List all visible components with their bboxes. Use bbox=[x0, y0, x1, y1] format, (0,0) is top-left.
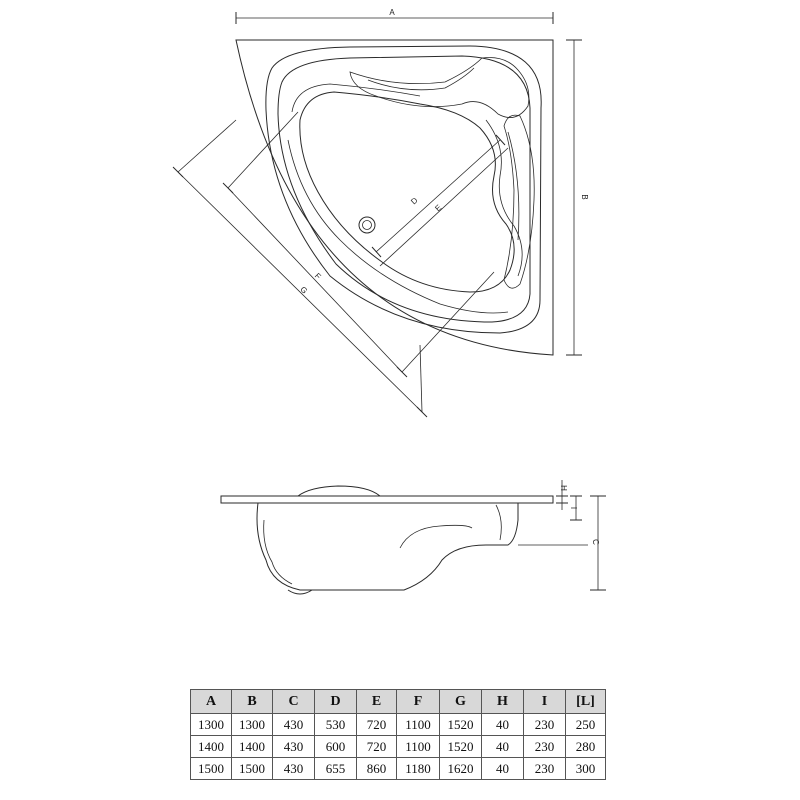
headrest-top-inner bbox=[367, 67, 475, 91]
dim-d-label: D bbox=[409, 196, 419, 207]
dim-h-label: H bbox=[559, 485, 568, 491]
table-cell: 1300 bbox=[231, 713, 273, 736]
table-cell: 1500 bbox=[231, 757, 273, 780]
table-cell: 40 bbox=[481, 713, 524, 736]
dim-e-line bbox=[379, 147, 509, 267]
table-cell: 40 bbox=[481, 735, 524, 758]
table-cell: 720 bbox=[356, 713, 397, 736]
col-header: C bbox=[272, 689, 315, 714]
basin-floor-step-right bbox=[485, 119, 523, 277]
drain-outer bbox=[358, 216, 376, 234]
table-cell: 1520 bbox=[439, 735, 482, 758]
table-cell: 860 bbox=[356, 757, 397, 780]
dim-g-tick-2 bbox=[416, 406, 428, 418]
dim-c-label: C bbox=[591, 539, 600, 545]
dim-f-line bbox=[227, 187, 403, 373]
table-cell: 530 bbox=[314, 713, 357, 736]
side-body bbox=[256, 502, 519, 591]
col-header: D bbox=[314, 689, 357, 714]
table-cell: 1100 bbox=[396, 735, 440, 758]
table-header-row: A B C D E F G H I [L] bbox=[190, 689, 606, 714]
dim-d-tick-1 bbox=[371, 246, 382, 258]
seat-contour bbox=[287, 139, 509, 314]
col-header: G bbox=[439, 689, 482, 714]
table-cell: 230 bbox=[523, 735, 566, 758]
col-header: H bbox=[481, 689, 524, 714]
table-cell: 1100 bbox=[396, 713, 440, 736]
basin-floor bbox=[299, 91, 515, 293]
col-header: B bbox=[231, 689, 273, 714]
table-cell: 280 bbox=[565, 735, 606, 758]
side-body-seat-line bbox=[399, 524, 473, 549]
table-cell: 430 bbox=[272, 713, 315, 736]
side-body-front bbox=[263, 519, 293, 585]
table-cell: 1520 bbox=[439, 713, 482, 736]
tub-outer-outline bbox=[235, 39, 554, 356]
table-row: 1500 1500 430 655 860 1180 1620 40 230 3… bbox=[190, 757, 606, 780]
table-cell: 1500 bbox=[190, 757, 232, 780]
dim-a-label: A bbox=[389, 8, 395, 17]
rim-inner-contour bbox=[265, 45, 542, 334]
table-cell: 430 bbox=[272, 757, 315, 780]
col-header: F bbox=[396, 689, 440, 714]
dim-d-line bbox=[375, 139, 501, 253]
drain-inner bbox=[362, 220, 372, 230]
dim-f-extension-2 bbox=[401, 271, 495, 373]
table-cell: 230 bbox=[523, 713, 566, 736]
dimensions-table: A B C D E F G H I [L] 1300 1300 430 530 … bbox=[190, 689, 606, 780]
table-cell: 40 bbox=[481, 757, 524, 780]
dim-e-label: E bbox=[433, 203, 443, 213]
dim-g-line bbox=[177, 171, 423, 413]
basin-outer-contour bbox=[277, 55, 531, 323]
basin-floor-step bbox=[291, 83, 421, 113]
table-cell: 430 bbox=[272, 735, 315, 758]
dim-g-tick-1 bbox=[172, 166, 184, 178]
dim-f-tick-1 bbox=[222, 182, 234, 194]
dim-g-extension-2 bbox=[419, 344, 423, 413]
table-row: 1300 1300 430 530 720 1100 1520 40 230 2… bbox=[190, 713, 606, 736]
col-header: A bbox=[190, 689, 232, 714]
dim-f-tick-2 bbox=[396, 366, 408, 378]
headrest-top bbox=[349, 57, 530, 118]
table-cell: 655 bbox=[314, 757, 357, 780]
table-cell: 1400 bbox=[231, 735, 273, 758]
table-cell: 1180 bbox=[396, 757, 440, 780]
table-cell: 720 bbox=[356, 735, 397, 758]
col-header: [L] bbox=[565, 689, 606, 714]
dim-d-tick-2 bbox=[495, 134, 506, 146]
table-cell: 230 bbox=[523, 757, 566, 780]
table-cell: 1400 bbox=[190, 735, 232, 758]
dim-f-label: F bbox=[313, 271, 323, 281]
side-rim bbox=[220, 495, 554, 504]
table-row: 1400 1400 430 600 720 1100 1520 40 230 2… bbox=[190, 735, 606, 758]
side-bump-right bbox=[495, 504, 502, 541]
top-view: A B G F D E bbox=[172, 8, 589, 418]
armrest-right-inner bbox=[507, 131, 520, 241]
dim-i-label: I bbox=[569, 507, 578, 509]
side-foot bbox=[287, 589, 313, 595]
side-headrest-bump bbox=[297, 485, 381, 497]
table-cell: 1620 bbox=[439, 757, 482, 780]
table-cell: 250 bbox=[565, 713, 606, 736]
bathtub-drawing: A B G F D E bbox=[172, 8, 606, 595]
table-cell: 300 bbox=[565, 757, 606, 780]
dim-g-label: G bbox=[298, 285, 309, 296]
table-cell: 1300 bbox=[190, 713, 232, 736]
table-cell: 600 bbox=[314, 735, 357, 758]
dim-b-label: B bbox=[580, 194, 589, 199]
dim-g-extension-1 bbox=[177, 119, 237, 173]
col-header: E bbox=[356, 689, 397, 714]
col-header: I bbox=[523, 689, 566, 714]
dim-f-extension-1 bbox=[227, 111, 299, 189]
side-view: H I C bbox=[220, 480, 606, 595]
